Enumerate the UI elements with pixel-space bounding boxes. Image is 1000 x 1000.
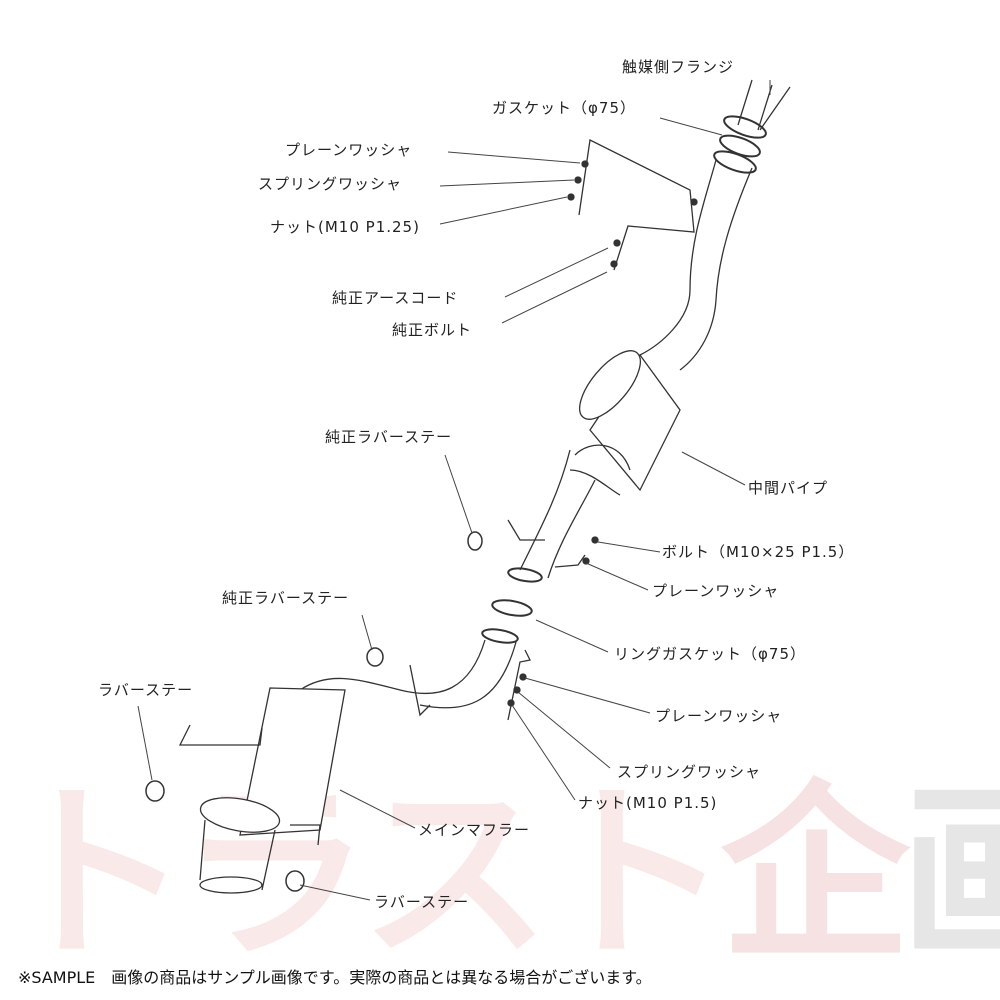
label-oem-ground-cord: 純正アースコード [332,289,459,307]
watermark-char: 画 [900,764,1000,985]
label-rubber-stay: ラバーステー [98,681,194,699]
label-oem-rubber-stay: 純正ラバーステー [222,589,350,607]
leader-lines [137,80,771,901]
label-gasket-75: ガスケット（φ75） [492,99,636,117]
label-main-muffler: メインマフラー [418,821,531,839]
bracket-line [507,649,531,721]
label-spring-washer: スプリングワッシャ [617,763,762,781]
main-muffler [178,628,519,894]
label-plain-washer: プレーンワッシャ [655,707,783,725]
label-rubber-stay: ラバーステー [374,893,470,911]
watermark-char: ス [360,764,550,985]
hardware [507,160,698,707]
watermark-char: ト [0,764,190,985]
bracket-line [554,554,586,568]
label-spring-washer: スプリングワッシャ [258,175,403,193]
label-plain-washer: プレーンワッシャ [285,141,413,159]
label-bolt-m10x25: ボルト（M10×25 P1.5） [662,543,855,561]
label-ring-gasket-75: リングガスケット（φ75） [614,645,806,663]
ring-gasket-75 [491,599,533,617]
watermark-char: ト [540,764,730,985]
trust-watermark: トラスト企画 [0,770,1000,980]
sample-disclaimer: ※SAMPLE 画像の商品はサンプル画像です。実際の商品とは異なる場合がございま… [18,968,652,987]
bracket-line [578,139,695,271]
label-nut-m10-p125: ナット(M10 P1.25) [270,218,420,236]
center-pipe [507,150,757,583]
label-oem-bolt: 純正ボルト [392,321,473,339]
label-plain-washer: プレーンワッシャ [652,582,780,600]
label-oem-rubber-stay: 純正ラバーステー [325,428,453,446]
label-nut-m10-p15: ナット(M10 P1.5) [578,794,718,812]
label-catalyst-flange: 触媒側フランジ [622,58,735,76]
label-center-pipe: 中間パイプ [748,479,829,497]
watermark-char: 企 [720,764,910,985]
rubber-stays [145,531,483,892]
catalyst-flange [723,79,791,139]
